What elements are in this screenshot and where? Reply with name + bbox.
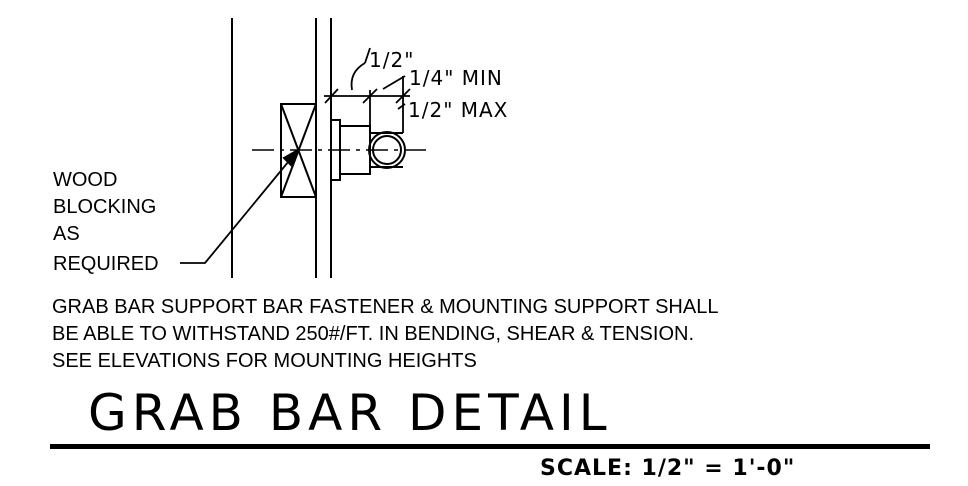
callout-leader xyxy=(180,149,299,264)
callout-arrowhead xyxy=(282,147,301,167)
general-note-line-3: SEE ELEVATIONS FOR MOUNTING HEIGHTS xyxy=(52,350,477,372)
callout-line-as: AS xyxy=(53,223,80,245)
general-note-line-2: BE ABLE TO WITHSTAND 250#/FT. IN BENDING… xyxy=(52,323,695,345)
callout-line-required: REQUIRED xyxy=(53,253,159,275)
general-note-line-1: GRAB BAR SUPPORT BAR FASTENER & MOUNTING… xyxy=(52,296,719,318)
dimension-leaders xyxy=(324,47,411,133)
callout-line-blocking: BLOCKING xyxy=(53,196,156,218)
dimension-min: 1/4" MIN xyxy=(409,66,503,90)
detail-title: GRAB BAR DETAIL xyxy=(88,384,612,442)
scale-label: SCALE: 1/2" = 1'-0" xyxy=(540,456,796,481)
title-underline xyxy=(50,444,930,449)
callout-line-wood: WOOD xyxy=(53,169,117,191)
dimension-max: 1/2" MAX xyxy=(408,98,508,122)
dimension-half-inch: 1/2" xyxy=(369,48,414,72)
